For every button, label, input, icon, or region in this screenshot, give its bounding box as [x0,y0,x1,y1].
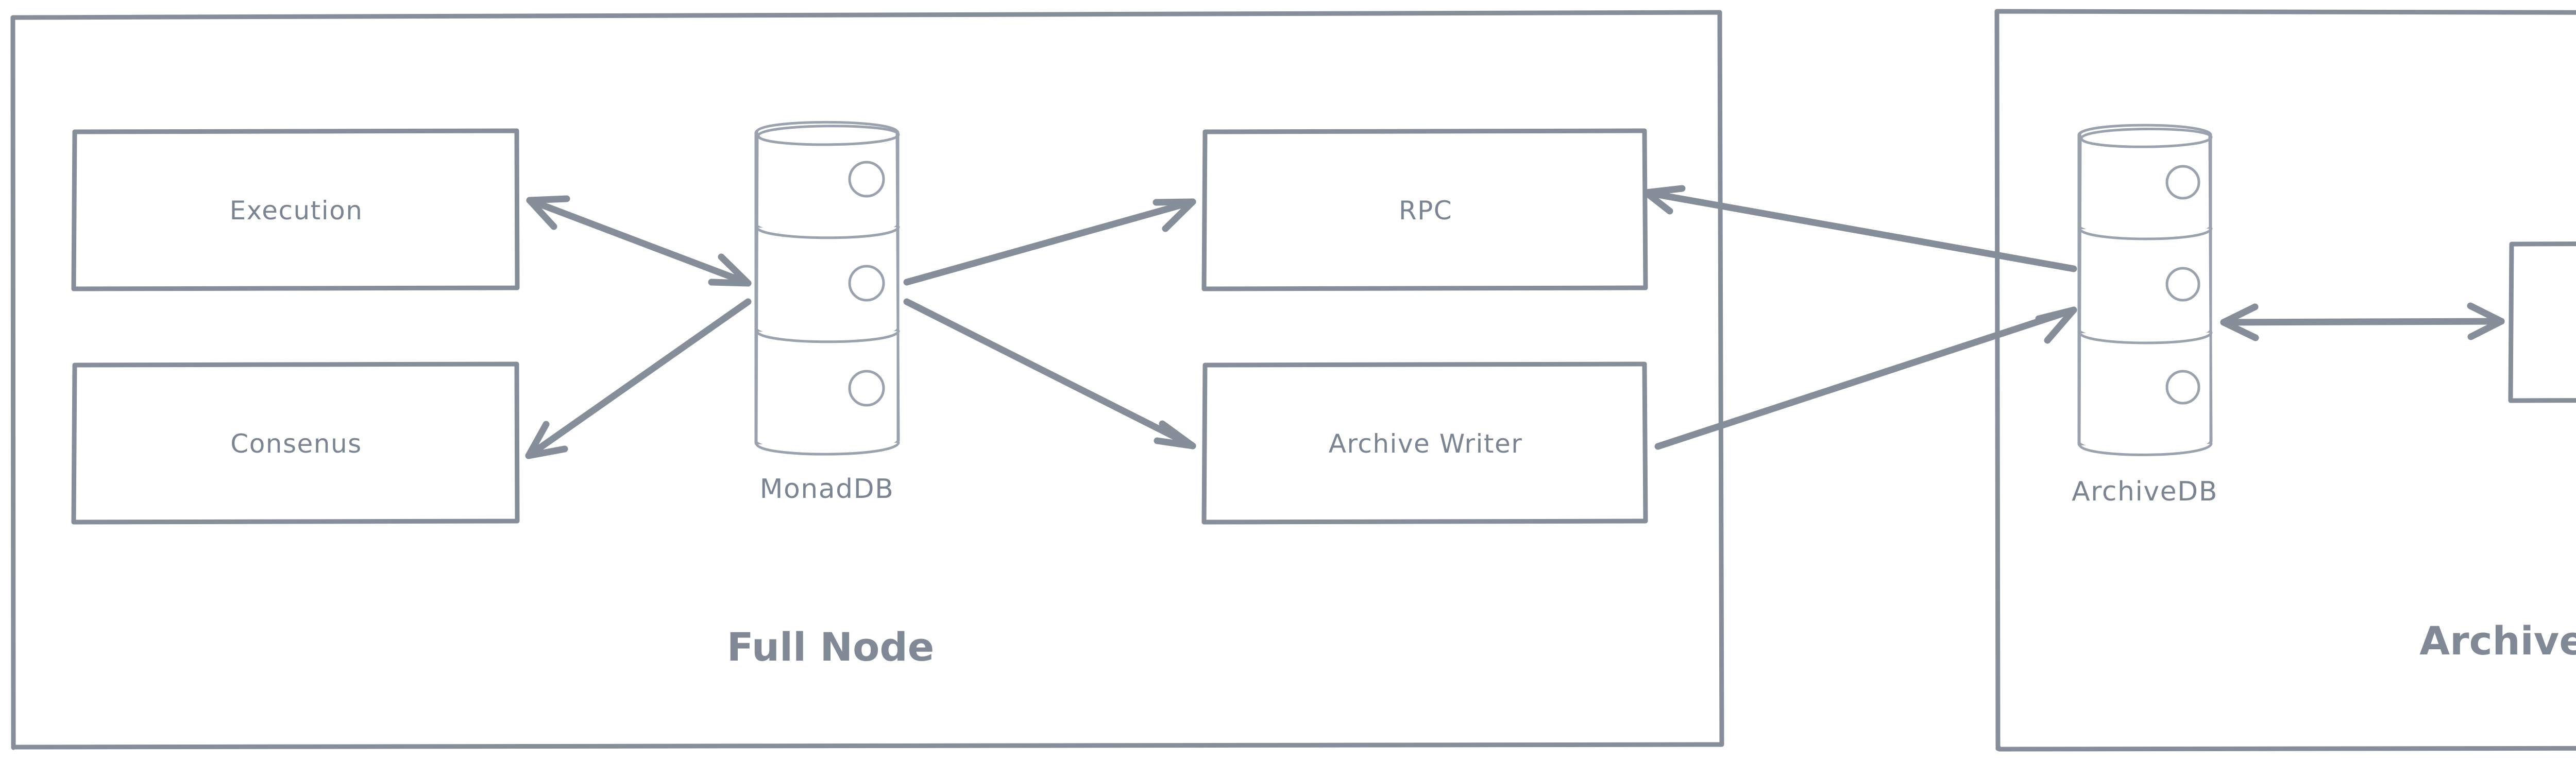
edge-monaddb-rpc [903,198,1196,286]
node-label-archivedb: ArchiveDB [2072,476,2218,507]
node-box-archive-writer[interactable] [1201,361,1648,525]
edge-archivedb-rpc [1642,185,2077,272]
node-cylinder-monaddb[interactable] [754,120,900,456]
edge-archivedb-indexer [2220,302,2505,341]
edge-archive-writer-archivedb [1654,306,2077,450]
node-cylinder-archivedb[interactable] [2077,124,2213,456]
group-frame-archive-server [1994,9,2576,752]
edge-monaddb-consensus [525,298,752,459]
group-title-full-node: Full Node [726,624,935,670]
edge-monaddb-archive-writer [903,298,1196,449]
edge-monaddb-execution [526,195,752,287]
node-box-consensus[interactable] [71,361,520,525]
node-box-rpc[interactable] [1201,128,1648,291]
group-title-archive-server: Archive Server [2419,618,2576,664]
group-frame-full-node [10,10,1724,750]
node-box-execution[interactable] [71,128,520,291]
node-box-indexer[interactable] [2508,241,2576,403]
node-label-monaddb: MonadDB [759,474,894,505]
